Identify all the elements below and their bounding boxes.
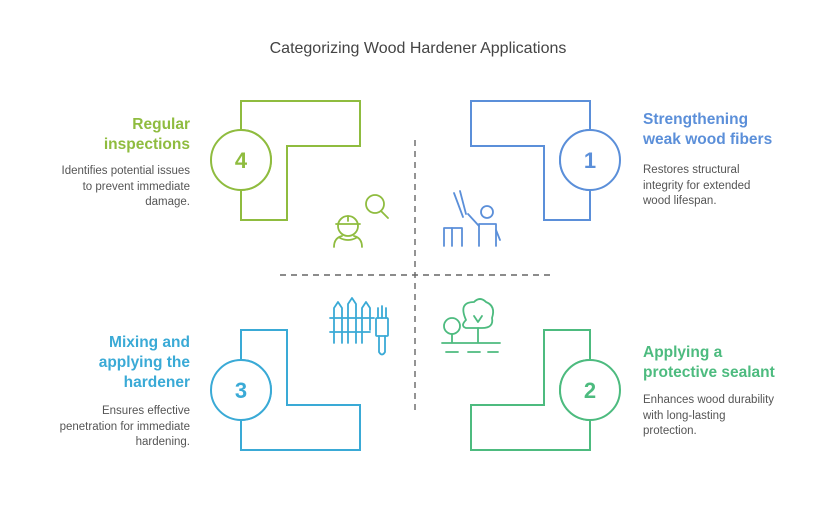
quadrant-2-desc-line: Enhances wood durability — [643, 394, 775, 406]
quadrant-2-heading-line: protective sealant — [643, 364, 775, 381]
quadrant-4-number: 4 — [235, 148, 248, 173]
quadrant-1-heading-line: Strengthening — [643, 111, 749, 128]
quadrant-1-desc-line: Restores structural — [643, 164, 740, 176]
quadrant-2-desc-line: with long-lasting — [643, 409, 726, 422]
quadrant-2-shape — [470, 329, 621, 451]
diagram-title: Categorizing Wood Hardener Applications — [269, 40, 567, 57]
quadrant-1-description: Restores structural integrity for extend… — [643, 163, 823, 210]
worker-with-tool-icon — [443, 190, 501, 247]
quadrant-4-description: Identifies potential issues to prevent i… — [0, 164, 191, 211]
quadrant-3-desc-line: hardening. — [135, 436, 190, 448]
quadrant-4-desc-line: damage. — [145, 196, 190, 208]
quadrant-2-number: 2 — [584, 378, 596, 403]
quadrant-2-heading-line: Applying a — [643, 344, 723, 361]
quadrant-2-desc-line: protection. — [643, 425, 697, 437]
quadrant-3-desc-line: penetration for immediate — [59, 420, 190, 433]
quadrant-2-description: Enhances wood durability with long-lasti… — [643, 393, 823, 440]
quadrant-4-shape — [210, 100, 361, 221]
quadrant-3-heading-line: applying the — [98, 354, 190, 371]
quadrant-1-number: 1 — [584, 148, 596, 173]
quadrant-3-desc-line: Ensures effective — [101, 405, 190, 417]
quadrant-4-desc-line: Identifies potential issues — [61, 165, 191, 177]
quadrant-4-heading-line: inspections — [103, 136, 190, 153]
quadrant-1-shape — [470, 100, 621, 221]
quadrant-1-heading-line: weak wood fibers — [643, 131, 773, 148]
quadrant-4-heading-line: Regular — [132, 116, 190, 133]
quadrant-1-desc-line: wood lifespan. — [643, 195, 717, 207]
quadrant-3-heading-line: Mixing and — [109, 334, 190, 351]
quadrant-1-desc-line: integrity for extended — [643, 179, 751, 192]
quadrant-3-description: Ensures effective penetration for immedi… — [0, 404, 190, 451]
quadrant-4-heading: Regular inspections — [0, 115, 190, 155]
quadrant-2-heading: Applying a protective sealant — [643, 343, 833, 383]
quadrant-3-heading: Mixing and applying the hardener — [0, 333, 190, 393]
quadrant-3-heading-line: hardener — [123, 374, 190, 391]
fence-and-paintbrush-icon — [329, 297, 389, 356]
quadrant-3-shape — [210, 329, 361, 451]
quadrant-4-desc-line: to prevent immediate — [82, 180, 190, 193]
quadrant-1-heading: Strengthening weak wood fibers — [643, 110, 833, 150]
inspector-with-magnifier-icon — [333, 194, 389, 248]
quadrant-3-number: 3 — [235, 378, 247, 403]
trees-landscape-icon — [441, 298, 501, 353]
